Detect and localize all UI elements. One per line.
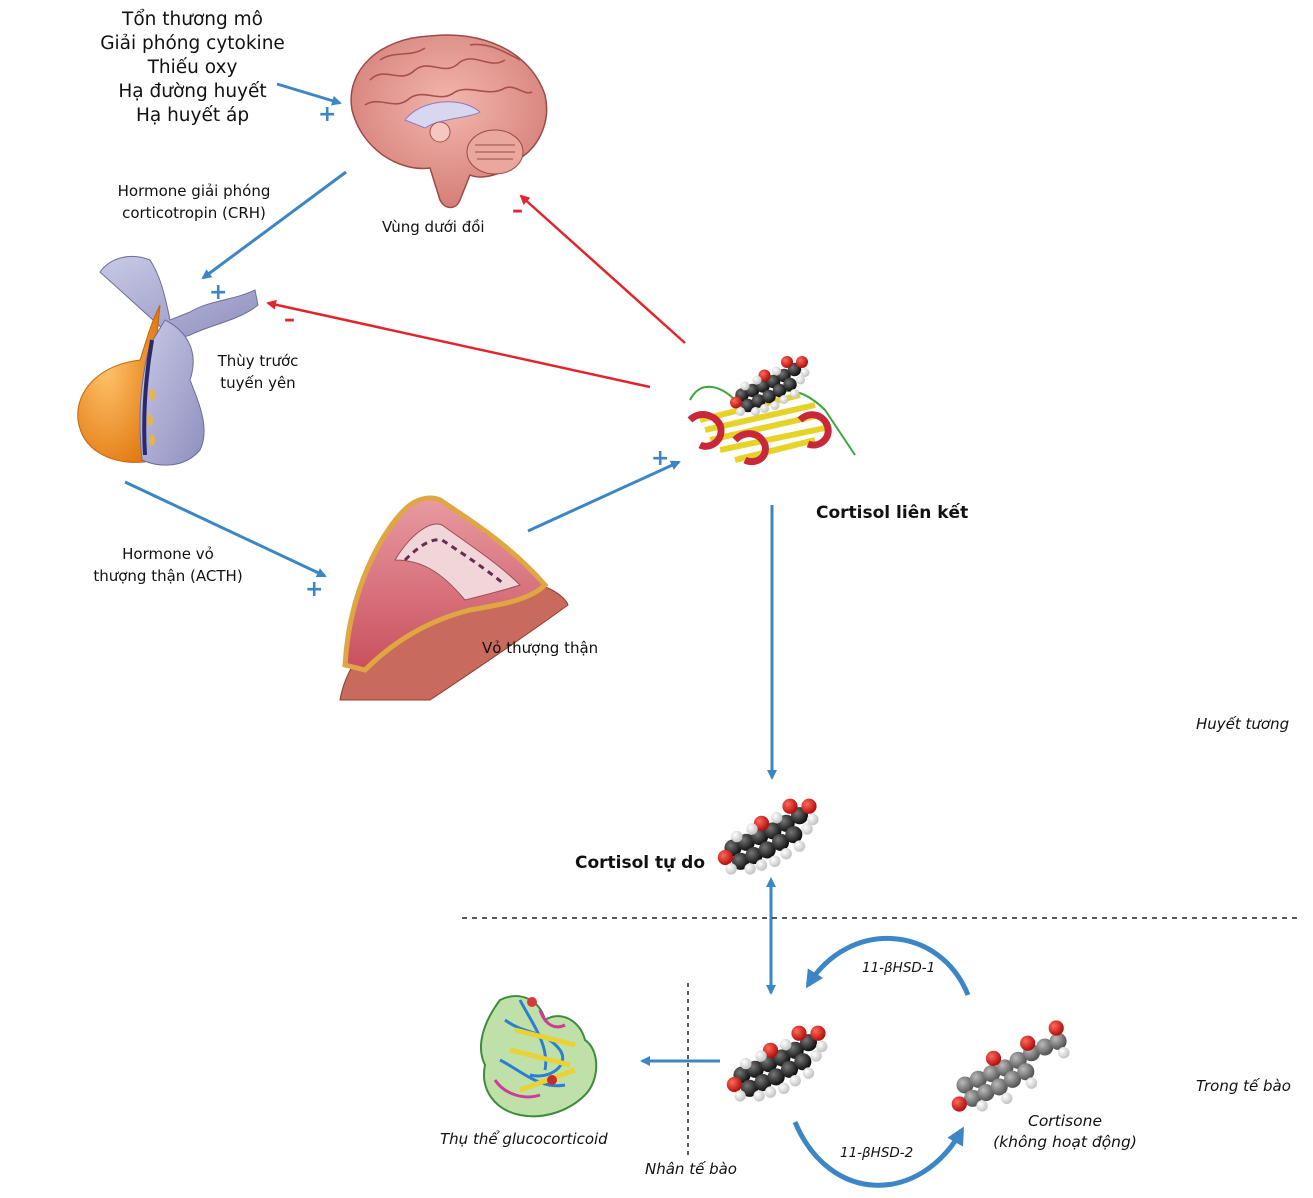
adrenal-cortex-illustration xyxy=(339,495,569,701)
bound-cortisol-label: Cortisol liên kết xyxy=(816,503,969,523)
plus-sign: + xyxy=(651,446,670,471)
acth-label-line2: thượng thận (ACTH) xyxy=(93,567,243,585)
receptor-label: Thụ thể glucocorticoid xyxy=(440,1130,608,1148)
cortisone-molecule xyxy=(951,1020,1070,1112)
hypothalamus-label: Vùng dưới đồi xyxy=(382,218,485,236)
acth-label-line1: Hormone vỏ xyxy=(122,545,214,563)
crh-label: Hormone giải phóng corticotropin (CRH) xyxy=(105,180,283,224)
arrow-adrenal-to-bound xyxy=(527,460,681,533)
crh-label-line1: Hormone giải phóng xyxy=(117,182,271,200)
plus-sign: + xyxy=(318,102,337,127)
stimulus-item: Hạ huyết áp xyxy=(135,105,250,126)
enzyme-11bhsd1-label: 11-βHSD-1 xyxy=(862,960,936,976)
adrenal-cortex-label: Vỏ thượng thận xyxy=(482,639,599,657)
stimulus-item: Tổn thương mô xyxy=(122,9,263,30)
glucocorticoid-receptor-illustration xyxy=(480,995,598,1118)
arrow-stimuli-to-hypothalamus xyxy=(276,82,342,106)
arrow-crh-to-pituitary xyxy=(201,170,347,280)
cortisone-label-line2: (không hoạt động) xyxy=(993,1133,1137,1151)
brain-illustration xyxy=(350,34,548,209)
arrow-11bhsd1 xyxy=(805,936,971,996)
pituitary-label: Thùy trước tuyến yên xyxy=(210,350,306,394)
cortisone-label: Cortisone (không hoạt động) xyxy=(985,1112,1145,1151)
bound-cortisol-protein xyxy=(687,356,856,466)
stimuli-list: Tổn thương mô Giải phóng cytokine Thiếu … xyxy=(85,8,300,128)
intracellular-cortisol-molecule xyxy=(726,1025,828,1102)
minus-sign: – xyxy=(284,307,295,332)
stimulus-item: Thiếu oxy xyxy=(147,57,238,78)
plasma-label: Huyết tương xyxy=(1196,715,1290,733)
arrow-acth-to-adrenal xyxy=(124,480,327,578)
plus-sign: + xyxy=(209,280,228,305)
pituitary-label-line2: tuyến yên xyxy=(220,374,296,392)
stimulus-item: Giải phóng cytokine xyxy=(100,33,285,54)
arrow-inhibit-pituitary xyxy=(266,299,651,389)
pituitary-illustration xyxy=(77,256,259,466)
free-cortisol-molecule xyxy=(717,798,819,875)
enzyme-11bhsd2-label: 11-βHSD-2 xyxy=(840,1145,914,1161)
stimulus-item: Hạ đường huyết xyxy=(118,81,267,102)
free-cortisol-label: Cortisol tự do xyxy=(575,853,706,873)
plus-sign: + xyxy=(305,577,324,602)
pituitary-label-line1: Thùy trước xyxy=(217,352,299,370)
arrow-11bhsd2 xyxy=(792,1121,965,1188)
acth-label: Hormone vỏ thượng thận (ACTH) xyxy=(83,543,253,587)
nucleus-label: Nhân tế bào xyxy=(645,1160,737,1178)
minus-sign: – xyxy=(512,198,523,223)
cortisone-label-line1: Cortisone xyxy=(1028,1112,1102,1130)
crh-label-line2: corticotropin (CRH) xyxy=(122,204,266,222)
arrow-inhibit-hypothalamus xyxy=(519,194,686,344)
intracellular-label: Trong tế bào xyxy=(1196,1077,1291,1095)
